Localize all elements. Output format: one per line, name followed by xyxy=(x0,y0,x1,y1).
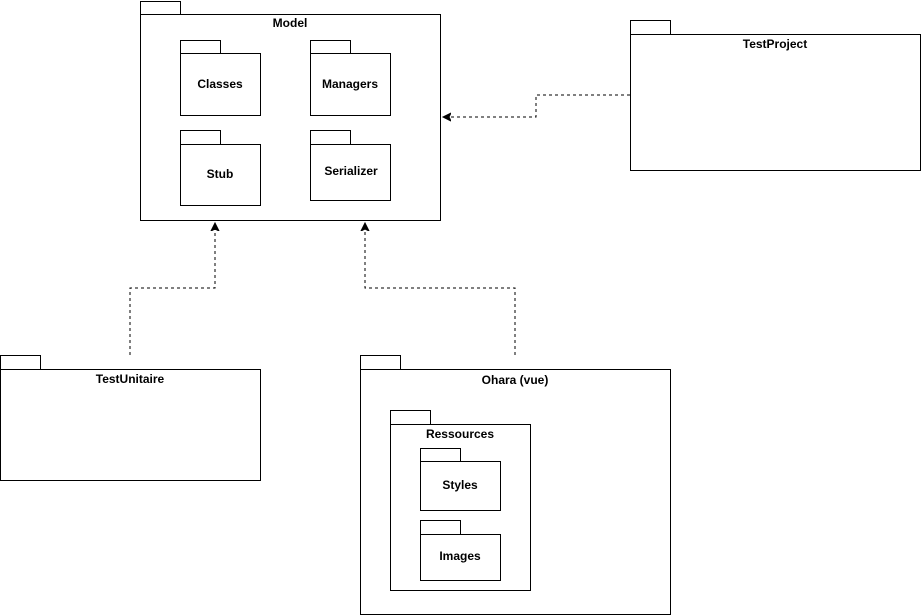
package-classes[interactable]: Classes xyxy=(180,40,261,116)
package-label: Images xyxy=(439,549,481,563)
package-label: Stub xyxy=(207,167,234,181)
package-tab xyxy=(420,520,461,535)
package-label: Ohara (vue) xyxy=(482,373,549,387)
package-body xyxy=(310,53,391,116)
package-serializer[interactable]: Serializer xyxy=(310,130,391,201)
package-body xyxy=(310,144,391,201)
package-label: Serializer xyxy=(324,164,378,178)
dependency-testunitaire-to-model xyxy=(129,223,215,355)
package-tab xyxy=(140,1,181,15)
package-body xyxy=(420,461,501,511)
package-body xyxy=(180,53,261,116)
package-label: Styles xyxy=(442,478,478,492)
package-label: Managers xyxy=(322,77,378,91)
package-body xyxy=(180,144,261,206)
package-body xyxy=(420,534,501,581)
package-label: Model xyxy=(273,16,308,30)
dependency-testproject-to-model xyxy=(443,94,630,117)
package-tab xyxy=(390,410,431,425)
package-label: TestProject xyxy=(743,37,807,51)
package-tab xyxy=(0,355,41,370)
package-label: Classes xyxy=(197,77,243,91)
package-styles[interactable]: Styles xyxy=(420,448,501,511)
package-tab xyxy=(180,40,221,54)
package-testproject[interactable]: TestProject xyxy=(630,20,921,171)
package-tab xyxy=(360,355,401,370)
package-tab xyxy=(630,20,671,35)
package-tab xyxy=(420,448,461,462)
package-label: TestUnitaire xyxy=(96,372,165,386)
package-tab xyxy=(180,130,221,145)
package-managers[interactable]: Managers xyxy=(310,40,391,116)
package-stub[interactable]: Stub xyxy=(180,130,261,206)
dependency-ohara-to-model xyxy=(365,223,516,355)
package-body xyxy=(630,34,921,171)
package-testunitaire[interactable]: TestUnitaire xyxy=(0,355,261,481)
package-label: Ressources xyxy=(426,427,494,441)
package-tab xyxy=(310,40,351,54)
package-tab xyxy=(310,130,351,145)
package-body xyxy=(0,369,261,481)
package-images[interactable]: Images xyxy=(420,520,501,581)
